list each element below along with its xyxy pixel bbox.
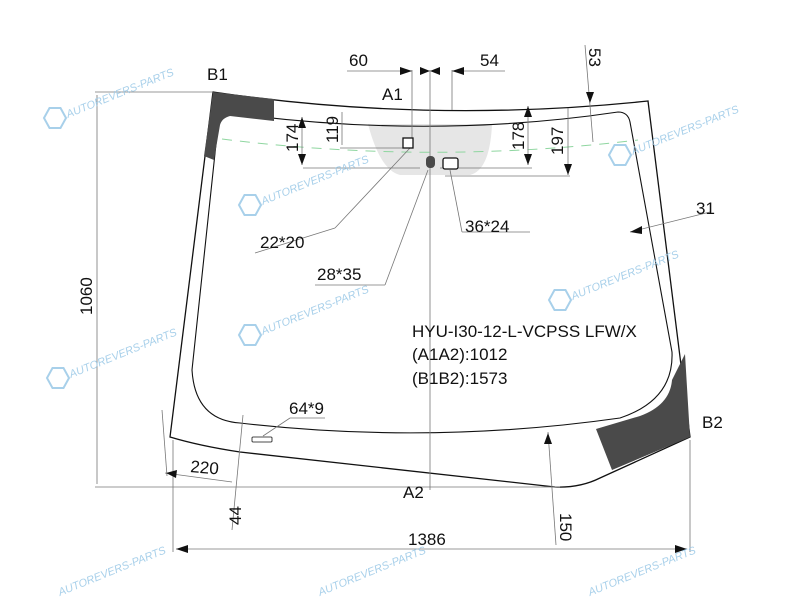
watermark-text: AUTOREVERS-PARTS bbox=[569, 248, 682, 303]
watermark-text: AUTOREVERS-PARTS bbox=[64, 66, 177, 121]
b1b2-length: (B1B2):1573 bbox=[412, 369, 507, 388]
dim-174: 174 bbox=[283, 124, 302, 152]
dim-1386: 1386 bbox=[408, 530, 446, 549]
dim-60: 60 bbox=[349, 51, 368, 70]
callout-28x35: 28*35 bbox=[317, 265, 361, 284]
dim-197: 197 bbox=[548, 127, 567, 155]
point-a2: A2 bbox=[403, 483, 424, 502]
ceramic-bottom-right bbox=[596, 354, 690, 470]
camera-36x24 bbox=[442, 157, 459, 170]
watermark-text: AUTOREVERS-PARTS bbox=[56, 544, 169, 599]
dim-178: 178 bbox=[509, 122, 528, 150]
watermark-text: AUTOREVERS-PARTS bbox=[629, 103, 742, 158]
watermark-text: AUTOREVERS-PARTS bbox=[316, 544, 429, 599]
dim-119: 119 bbox=[323, 116, 342, 143]
arrowheads bbox=[166, 67, 687, 553]
dimension-lines bbox=[95, 44, 711, 552]
sensor-22x20 bbox=[402, 137, 414, 149]
callout-36x24: 36*24 bbox=[465, 217, 509, 236]
dim-220: 220 bbox=[190, 457, 220, 478]
a1a2-length: (A1A2):1012 bbox=[412, 345, 507, 364]
model-code: HYU-I30-12-L-VCPSS LFW/X bbox=[412, 322, 637, 341]
sensor-28x35 bbox=[426, 156, 435, 168]
dim-150: 150 bbox=[556, 513, 575, 541]
watermark-text: AUTOREVERS-PARTS bbox=[259, 283, 372, 338]
callout-22x20: 22*20 bbox=[260, 233, 304, 252]
point-b2: B2 bbox=[702, 413, 723, 432]
watermark-text: AUTOREVERS-PARTS bbox=[67, 326, 180, 381]
watermark-text: AUTOREVERS-PARTS bbox=[259, 153, 372, 208]
dim-54: 54 bbox=[480, 51, 499, 70]
watermark-text: AUTOREVERS-PARTS bbox=[586, 544, 699, 599]
inner-outline bbox=[191, 111, 673, 434]
heater-64x9 bbox=[251, 436, 273, 443]
point-a1: A1 bbox=[382, 85, 403, 104]
dim-53: 53 bbox=[585, 48, 604, 67]
callout-64x9: 64*9 bbox=[289, 399, 324, 418]
ceramic-top-left bbox=[204, 92, 274, 160]
dim-1060: 1060 bbox=[77, 277, 96, 315]
dim-31: 31 bbox=[696, 199, 715, 218]
point-b1: B1 bbox=[207, 65, 228, 84]
dim-44: 44 bbox=[226, 506, 245, 525]
shade-band-line bbox=[221, 138, 639, 153]
